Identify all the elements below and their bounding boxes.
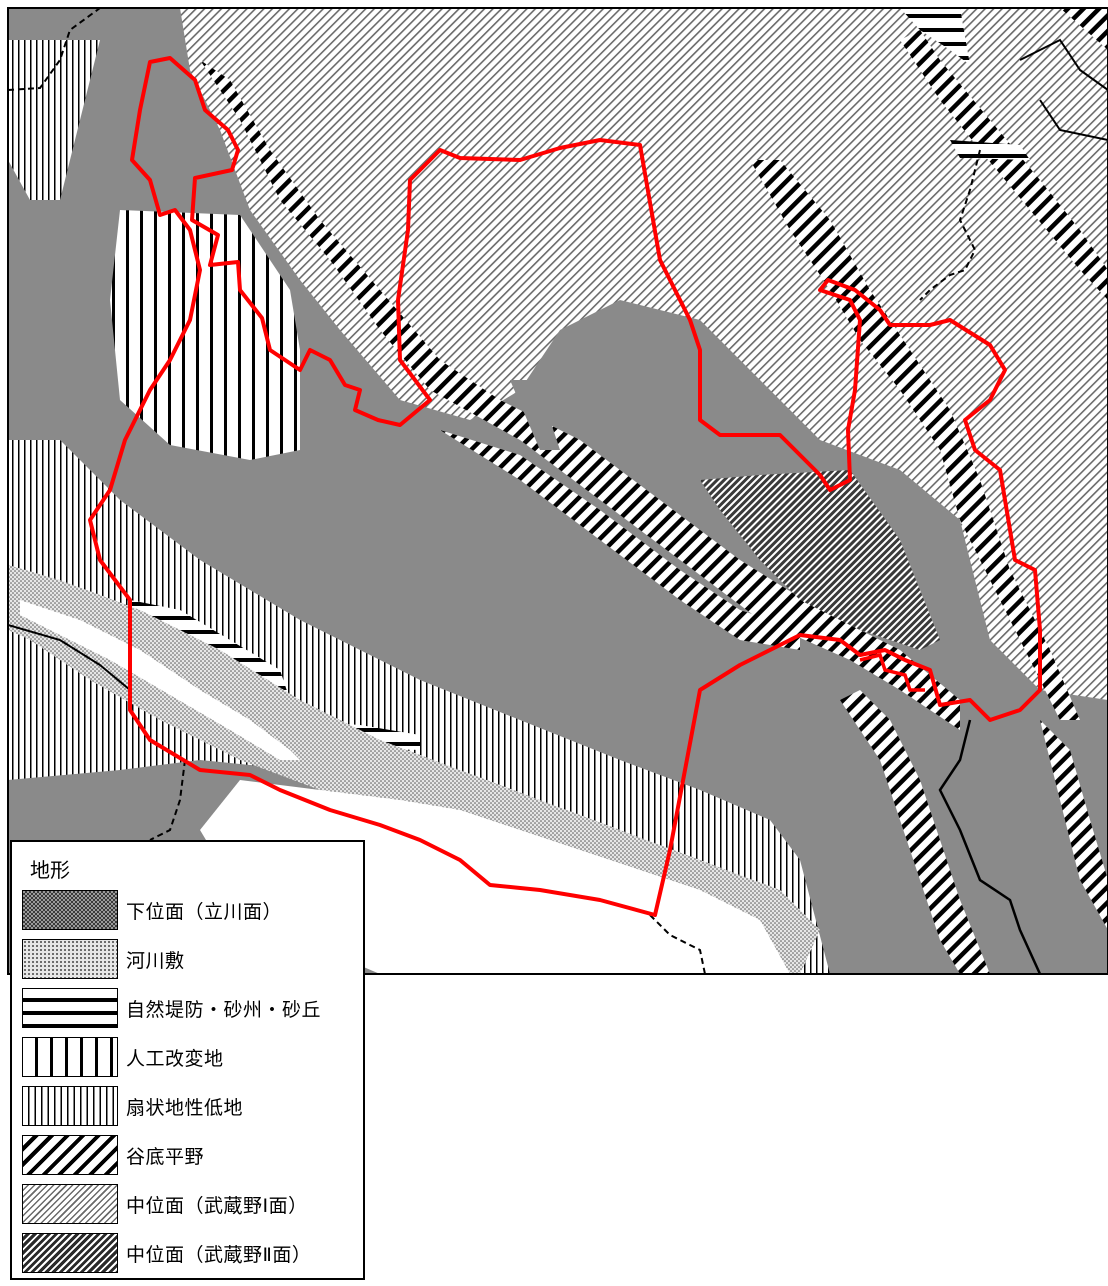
valley-band-far-east <box>1040 720 1108 930</box>
legend-label: 自然堤防・砂州・砂丘 <box>126 998 322 1021</box>
river-water <box>20 600 300 760</box>
solid-border-river <box>8 624 131 691</box>
legend-label: 下位面（立川面） <box>126 900 283 923</box>
swatch-dots <box>22 939 118 979</box>
artificial-land-area <box>110 210 300 460</box>
natural-levee-4 <box>950 140 1030 160</box>
lowland-finger-2 <box>575 390 595 430</box>
swatch-crosshatch-dense <box>22 890 118 930</box>
legend-item-natural-levee: 自然堤防・砂州・砂丘 <box>22 986 321 1030</box>
dashed-border-bottom <box>649 914 706 974</box>
legend-title: 地形 <box>30 858 70 882</box>
swatch-diagonal-fine <box>22 1184 118 1224</box>
study-boundary-notch <box>859 652 925 692</box>
solid-border-northeast <box>1019 38 1108 141</box>
legend-label: 扇状地性低地 <box>126 1096 244 1119</box>
musashino-2-area <box>700 470 940 650</box>
natural-levee-3 <box>900 8 970 65</box>
dashed-border-east <box>919 149 981 301</box>
legend-item-fan-lowland: 扇状地性低地 <box>22 1084 243 1128</box>
legend-item-musashino-2: 中位面（武蔵野Ⅱ面） <box>22 1231 311 1275</box>
legend-label: 人工改変地 <box>126 1047 224 1070</box>
musashino-1-area <box>180 8 1108 700</box>
valley-band-east <box>900 30 1108 300</box>
lowland-finger-1 <box>510 380 560 450</box>
swatch-vertical-bold <box>22 1037 118 1077</box>
map-frame <box>7 7 1108 975</box>
swatch-diagonal-dense <box>22 1233 118 1273</box>
legend-box: 地形 下位面（立川面） 河川敷 自然堤防・砂州・砂丘 人工改変地 扇状地性低地 … <box>10 840 365 1280</box>
legend-item-artificial-land: 人工改変地 <box>22 1035 224 1079</box>
legend-item-lower-terrace: 下位面（立川面） <box>22 888 282 932</box>
study-boundary-west <box>88 56 1042 917</box>
legend-item-valley-plain: 谷底平野 <box>22 1133 204 1177</box>
legend-label: 中位面（武蔵野Ⅰ面） <box>126 1194 308 1217</box>
swatch-vertical-thin <box>22 1086 118 1126</box>
swatch-horizontal-bold <box>22 988 118 1028</box>
valley-band-top-right <box>1060 8 1108 50</box>
solid-border-east <box>938 719 1042 974</box>
valley-band-lower-east <box>840 690 990 974</box>
swatch-diagonal-bold <box>22 1135 118 1175</box>
fan-lowland-upper <box>8 40 100 200</box>
legend-label: 谷底平野 <box>126 1145 205 1168</box>
legend-label: 河川敷 <box>126 949 185 972</box>
legend-item-musashino-1: 中位面（武蔵野Ⅰ面） <box>22 1182 308 1226</box>
dashed-border-north <box>8 8 101 91</box>
legend-item-river-bed: 河川敷 <box>22 937 185 981</box>
dashed-border-south <box>149 759 186 841</box>
legend-label: 中位面（武蔵野Ⅱ面） <box>126 1243 312 1266</box>
valley-band-center <box>750 160 1080 720</box>
valley-band-south <box>440 430 800 650</box>
